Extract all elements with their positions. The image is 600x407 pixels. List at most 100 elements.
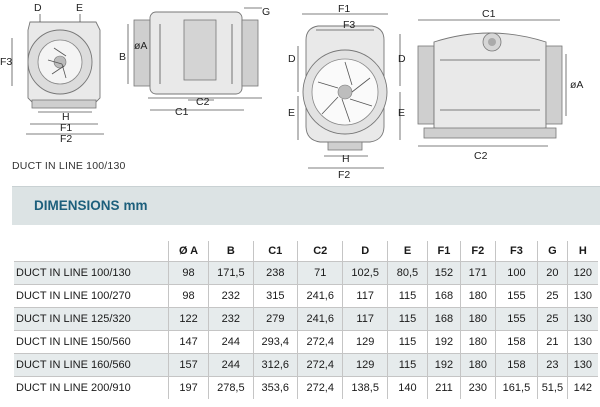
dimension-cell: 241,6 bbox=[296, 284, 343, 308]
dimension-cell: 130 bbox=[566, 307, 598, 331]
front-label-f2: F2 bbox=[338, 169, 350, 180]
front-label-d: D bbox=[288, 53, 296, 65]
dimension-cell: 241,6 bbox=[296, 307, 343, 331]
dimension-cell: 138,5 bbox=[342, 376, 388, 399]
dimension-cell: 168 bbox=[427, 284, 461, 308]
model-name-cell: DUCT IN LINE 125/320 bbox=[14, 307, 169, 331]
dimension-cell: 272,4 bbox=[296, 376, 343, 399]
dimension-cell: 192 bbox=[427, 353, 461, 377]
dimension-cell: 279 bbox=[252, 307, 298, 331]
dimension-cell: 21 bbox=[537, 330, 568, 354]
dimension-cell: 80,5 bbox=[386, 261, 428, 285]
top-label-c1: C1 bbox=[175, 106, 189, 118]
model-name-cell: DUCT IN LINE 160/560 bbox=[14, 353, 169, 377]
header-cell: E bbox=[386, 241, 428, 262]
header-cell: G bbox=[537, 241, 568, 262]
right-label-d: D bbox=[398, 53, 406, 65]
front-label-f1: F1 bbox=[338, 3, 350, 15]
side-label-h: H bbox=[62, 111, 70, 123]
header-cell: B bbox=[208, 241, 254, 262]
dimension-cell: 25 bbox=[537, 307, 568, 331]
header-cell: F1 bbox=[427, 241, 461, 262]
top-label-c2: C2 bbox=[196, 96, 210, 108]
right-label-a: øA bbox=[570, 79, 583, 91]
dimension-cell: 158 bbox=[494, 330, 538, 354]
model-name-cell: DUCT IN LINE 100/270 bbox=[14, 284, 169, 308]
side-label-f3: F3 bbox=[0, 56, 12, 68]
right-label-e: E bbox=[398, 107, 405, 119]
right-view-drawing: C1 D E øA C2 bbox=[398, 8, 583, 162]
dimension-cell: 115 bbox=[386, 330, 428, 354]
dimension-cell: 244 bbox=[208, 353, 254, 377]
dimension-cell: 158 bbox=[494, 353, 538, 377]
dimension-cell: 98 bbox=[167, 284, 209, 308]
right-label-c2: C2 bbox=[474, 150, 488, 162]
top-label-a: øA bbox=[134, 40, 147, 52]
dimension-cell: 180 bbox=[459, 330, 496, 354]
dimensions-table: Ø A B C1 C2 D E F1 F2 F3 G H DUCT IN LIN… bbox=[14, 241, 598, 399]
dimension-cell: 142 bbox=[566, 376, 598, 399]
side-label-f2: F2 bbox=[60, 133, 72, 145]
dimension-cell: 130 bbox=[566, 284, 598, 308]
dimension-cell: 130 bbox=[566, 330, 598, 354]
table-header-row: Ø A B C1 C2 D E F1 F2 F3 G H bbox=[14, 241, 598, 262]
dimension-cell: 115 bbox=[386, 284, 428, 308]
header-cell: C1 bbox=[252, 241, 298, 262]
dimension-cell: 25 bbox=[537, 284, 568, 308]
dimension-cell: 171 bbox=[459, 261, 496, 285]
dimension-cell: 98 bbox=[167, 261, 209, 285]
header-cell: F2 bbox=[459, 241, 496, 262]
dimension-cell: 232 bbox=[208, 284, 254, 308]
dimension-cell: 232 bbox=[208, 307, 254, 331]
dimension-cell: 192 bbox=[427, 330, 461, 354]
dimension-cell: 244 bbox=[208, 330, 254, 354]
side-label-d: D bbox=[34, 2, 42, 14]
dimension-cell: 100 bbox=[494, 261, 538, 285]
dimension-cell: 129 bbox=[342, 330, 388, 354]
dimension-cell: 293,4 bbox=[252, 330, 298, 354]
side-label-f1: F1 bbox=[60, 122, 72, 134]
dimensions-title-text: DIMENSIONS bbox=[34, 198, 120, 213]
top-label-g: G bbox=[262, 6, 270, 18]
dimension-cell: 147 bbox=[167, 330, 209, 354]
dimension-cell: 180 bbox=[459, 353, 496, 377]
dimension-cell: 197 bbox=[167, 376, 209, 399]
dimension-cell: 157 bbox=[167, 353, 209, 377]
header-cell: C2 bbox=[296, 241, 343, 262]
dimension-cell: 180 bbox=[459, 284, 496, 308]
dimension-cell: 71 bbox=[296, 261, 343, 285]
right-label-c1: C1 bbox=[482, 8, 496, 20]
dimension-cell: 20 bbox=[537, 261, 568, 285]
dimensions-unit: mm bbox=[123, 198, 148, 213]
front-label-f3: F3 bbox=[343, 19, 355, 31]
model-name-cell: DUCT IN LINE 200/910 bbox=[14, 376, 169, 399]
dimension-cell: 161,5 bbox=[494, 376, 538, 399]
dimension-cell: 115 bbox=[386, 353, 428, 377]
dimension-cell: 238 bbox=[252, 261, 298, 285]
top-label-b: B bbox=[119, 51, 126, 63]
dimension-cell: 230 bbox=[459, 376, 496, 399]
header-cell: H bbox=[566, 241, 598, 262]
technical-drawings: D E F3 H F1 F2 G øA B C1 C2 bbox=[0, 2, 583, 180]
dimension-cell: 122 bbox=[167, 307, 209, 331]
front-label-h: H bbox=[342, 153, 350, 165]
model-name-cell: DUCT IN LINE 150/560 bbox=[14, 330, 169, 354]
header-cell: F3 bbox=[494, 241, 538, 262]
dimension-cell: 51,5 bbox=[537, 376, 568, 399]
front-label-e: E bbox=[288, 107, 295, 119]
front-view-drawing: F1 F3 D E H F2 bbox=[288, 3, 388, 180]
dimension-cell: 353,6 bbox=[252, 376, 298, 399]
header-cell: Ø A bbox=[167, 241, 209, 262]
side-view-drawing: D E F3 H F1 F2 bbox=[0, 2, 104, 145]
top-view-drawing: G øA B C1 C2 bbox=[119, 6, 270, 118]
side-label-e: E bbox=[76, 2, 83, 14]
dimension-cell: 117 bbox=[342, 307, 388, 331]
dimension-cell: 23 bbox=[537, 353, 568, 377]
model-name-cell: DUCT IN LINE 100/130 bbox=[14, 261, 169, 285]
